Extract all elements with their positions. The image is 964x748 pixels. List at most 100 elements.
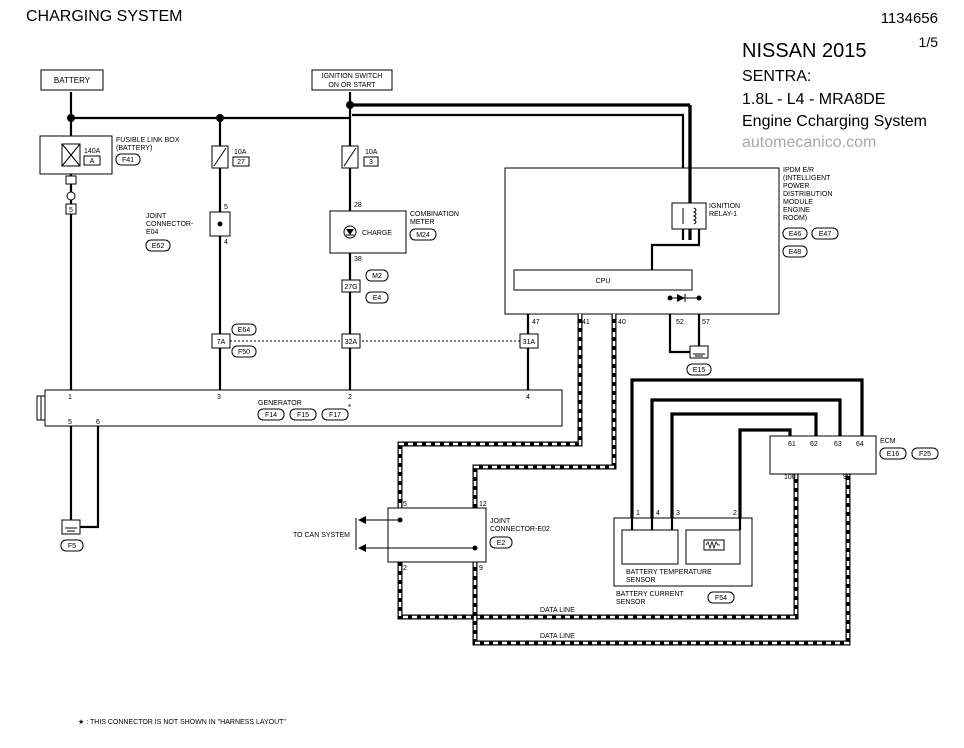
svg-text:CONNECTOR-E02: CONNECTOR-E02	[490, 526, 550, 533]
svg-text:6: 6	[96, 419, 100, 426]
svg-text:IGNITION SWITCH: IGNITION SWITCH	[322, 73, 383, 80]
fuse-10a-27: 10A 27	[211, 145, 250, 169]
fuse-10a-3: 10A 3	[341, 145, 379, 169]
svg-text:64: 64	[856, 441, 864, 448]
junction-dots	[67, 101, 354, 122]
svg-text:BATTERY TEMPERATURE: BATTERY TEMPERATURE	[626, 569, 712, 576]
svg-text:F25: F25	[919, 451, 931, 458]
svg-text:F17: F17	[329, 412, 341, 419]
battery: BATTERY	[40, 69, 104, 91]
svg-text:F5: F5	[68, 543, 76, 550]
svg-text:5: 5	[403, 501, 407, 508]
engine-spec: 1.8L - L4 - MRA8DE	[742, 91, 886, 108]
svg-text:3: 3	[217, 394, 221, 401]
svg-text:F50: F50	[238, 349, 250, 356]
svg-text:F14: F14	[265, 412, 277, 419]
svg-text:E47: E47	[819, 231, 832, 238]
svg-text:CONNECTOR-: CONNECTOR-	[146, 221, 194, 228]
svg-text:TO CAN SYSTEM: TO CAN SYSTEM	[293, 532, 350, 539]
svg-text:32A: 32A	[345, 339, 358, 346]
joint-connector-e04: 5 4 JOINT CONNECTOR- E04 E62	[145, 204, 231, 252]
svg-text:JOINT: JOINT	[146, 213, 167, 220]
ground-f5: F5	[60, 519, 84, 552]
ecm: 61 62 63 64 100 99 ECM E16 F25	[769, 435, 939, 481]
svg-text:F41: F41	[122, 157, 134, 164]
watermark: automecanico.com	[742, 134, 877, 151]
svg-text:M24: M24	[416, 232, 430, 239]
page-number: 1/5	[918, 34, 938, 50]
svg-text:IGNITION: IGNITION	[709, 203, 740, 210]
vehicle-model: SENTRA:	[742, 68, 812, 85]
svg-text:(BATTERY): (BATTERY)	[116, 145, 152, 152]
svg-text:RELAY-1: RELAY-1	[709, 211, 737, 218]
svg-text:62: 62	[810, 441, 818, 448]
svg-text:52: 52	[676, 319, 684, 326]
svg-text:ROOM): ROOM)	[783, 215, 807, 222]
svg-text:E2: E2	[497, 540, 506, 547]
document-id: 1134656	[880, 10, 938, 27]
system-name: Engine Ccharging System	[742, 113, 927, 130]
svg-text:47: 47	[532, 319, 540, 326]
svg-text:41: 41	[582, 319, 590, 326]
svg-text:1: 1	[636, 510, 640, 517]
svg-text:E4: E4	[373, 295, 382, 302]
svg-text:99: 99	[843, 474, 851, 481]
ignition-switch: IGNITION SWITCH ON OR START	[311, 69, 393, 91]
svg-text:140A: 140A	[84, 148, 101, 155]
svg-text:27: 27	[237, 159, 245, 166]
svg-text:DATA LINE: DATA LINE	[540, 607, 575, 614]
svg-text:12: 12	[479, 501, 487, 508]
svg-text:COMBINATION: COMBINATION	[410, 211, 459, 218]
svg-text:5: 5	[69, 207, 73, 214]
svg-text:2: 2	[403, 565, 407, 572]
svg-text:4: 4	[526, 394, 530, 401]
svg-text:E64: E64	[238, 327, 251, 334]
svg-text:5: 5	[224, 204, 228, 211]
svg-text:28: 28	[354, 202, 362, 209]
svg-text:CPU: CPU	[596, 278, 611, 285]
svg-text:A: A	[90, 158, 95, 165]
ipdm-er: IGNITION RELAY-1 CPU IPDM E/R (INTELLIGE…	[504, 105, 839, 326]
svg-text:4: 4	[656, 510, 660, 517]
svg-text:57: 57	[702, 319, 710, 326]
inline-connectors-e64-f50: 7A 32A 31A E64 F50	[211, 323, 539, 358]
footnote: ★ : THIS CONNECTOR IS NOT SHOWN IN "HARN…	[78, 718, 286, 726]
svg-text:F54: F54	[715, 595, 727, 602]
svg-text:27G: 27G	[344, 284, 357, 291]
svg-text:7A: 7A	[217, 339, 226, 346]
svg-text:E16: E16	[887, 451, 900, 458]
svg-text:JOINT: JOINT	[490, 518, 511, 525]
vehicle-make: NISSAN 2015	[742, 40, 867, 62]
generator: 1 3 2 4 5 6 GENERATOR F14 F15 F17 *	[36, 389, 563, 427]
page-title: CHARGING SYSTEM	[26, 8, 183, 25]
svg-text:METER: METER	[410, 219, 435, 226]
svg-text:M2: M2	[372, 273, 382, 280]
svg-text:100: 100	[784, 474, 796, 481]
battery-current-sensor: 1 4 3 2 BATTERY TEMPERATURE SENSOR BATTE…	[613, 510, 753, 606]
svg-text:E46: E46	[789, 231, 802, 238]
svg-text:3: 3	[676, 510, 680, 517]
svg-text:MODULE: MODULE	[783, 199, 813, 206]
svg-text:BATTERY CURRENT: BATTERY CURRENT	[616, 591, 684, 598]
svg-text:E48: E48	[789, 249, 802, 256]
svg-text:E04: E04	[146, 229, 159, 236]
svg-text:ENGINE: ENGINE	[783, 207, 810, 214]
svg-text:(INTELLIGENT: (INTELLIGENT	[783, 175, 831, 182]
svg-text:9: 9	[479, 565, 483, 572]
svg-text:POWER: POWER	[783, 183, 809, 190]
svg-text:2: 2	[348, 394, 352, 401]
combination-meter: 28 CHARGE COMBINATION METER M24 38 M2 27…	[329, 202, 459, 304]
svg-text:CHARGE: CHARGE	[362, 230, 392, 237]
svg-text:1: 1	[68, 394, 72, 401]
svg-text:61: 61	[788, 441, 796, 448]
svg-text:E15: E15	[693, 367, 706, 374]
svg-text:ECM: ECM	[880, 438, 896, 445]
svg-text:SENSOR: SENSOR	[626, 577, 656, 584]
svg-text:38: 38	[354, 256, 362, 263]
svg-text:ON OR START: ON OR START	[328, 82, 376, 89]
fusible-link-box: 140A A FUSIBLE LINK BOX (BATTERY) F41 5	[39, 135, 180, 215]
joint-connector-e02: TO CAN SYSTEM 5 12 2 9 JOINT CONNECTOR-E…	[293, 501, 550, 572]
svg-text:F15: F15	[297, 412, 309, 419]
svg-text:FUSIBLE LINK BOX: FUSIBLE LINK BOX	[116, 137, 180, 144]
svg-text:5: 5	[68, 419, 72, 426]
